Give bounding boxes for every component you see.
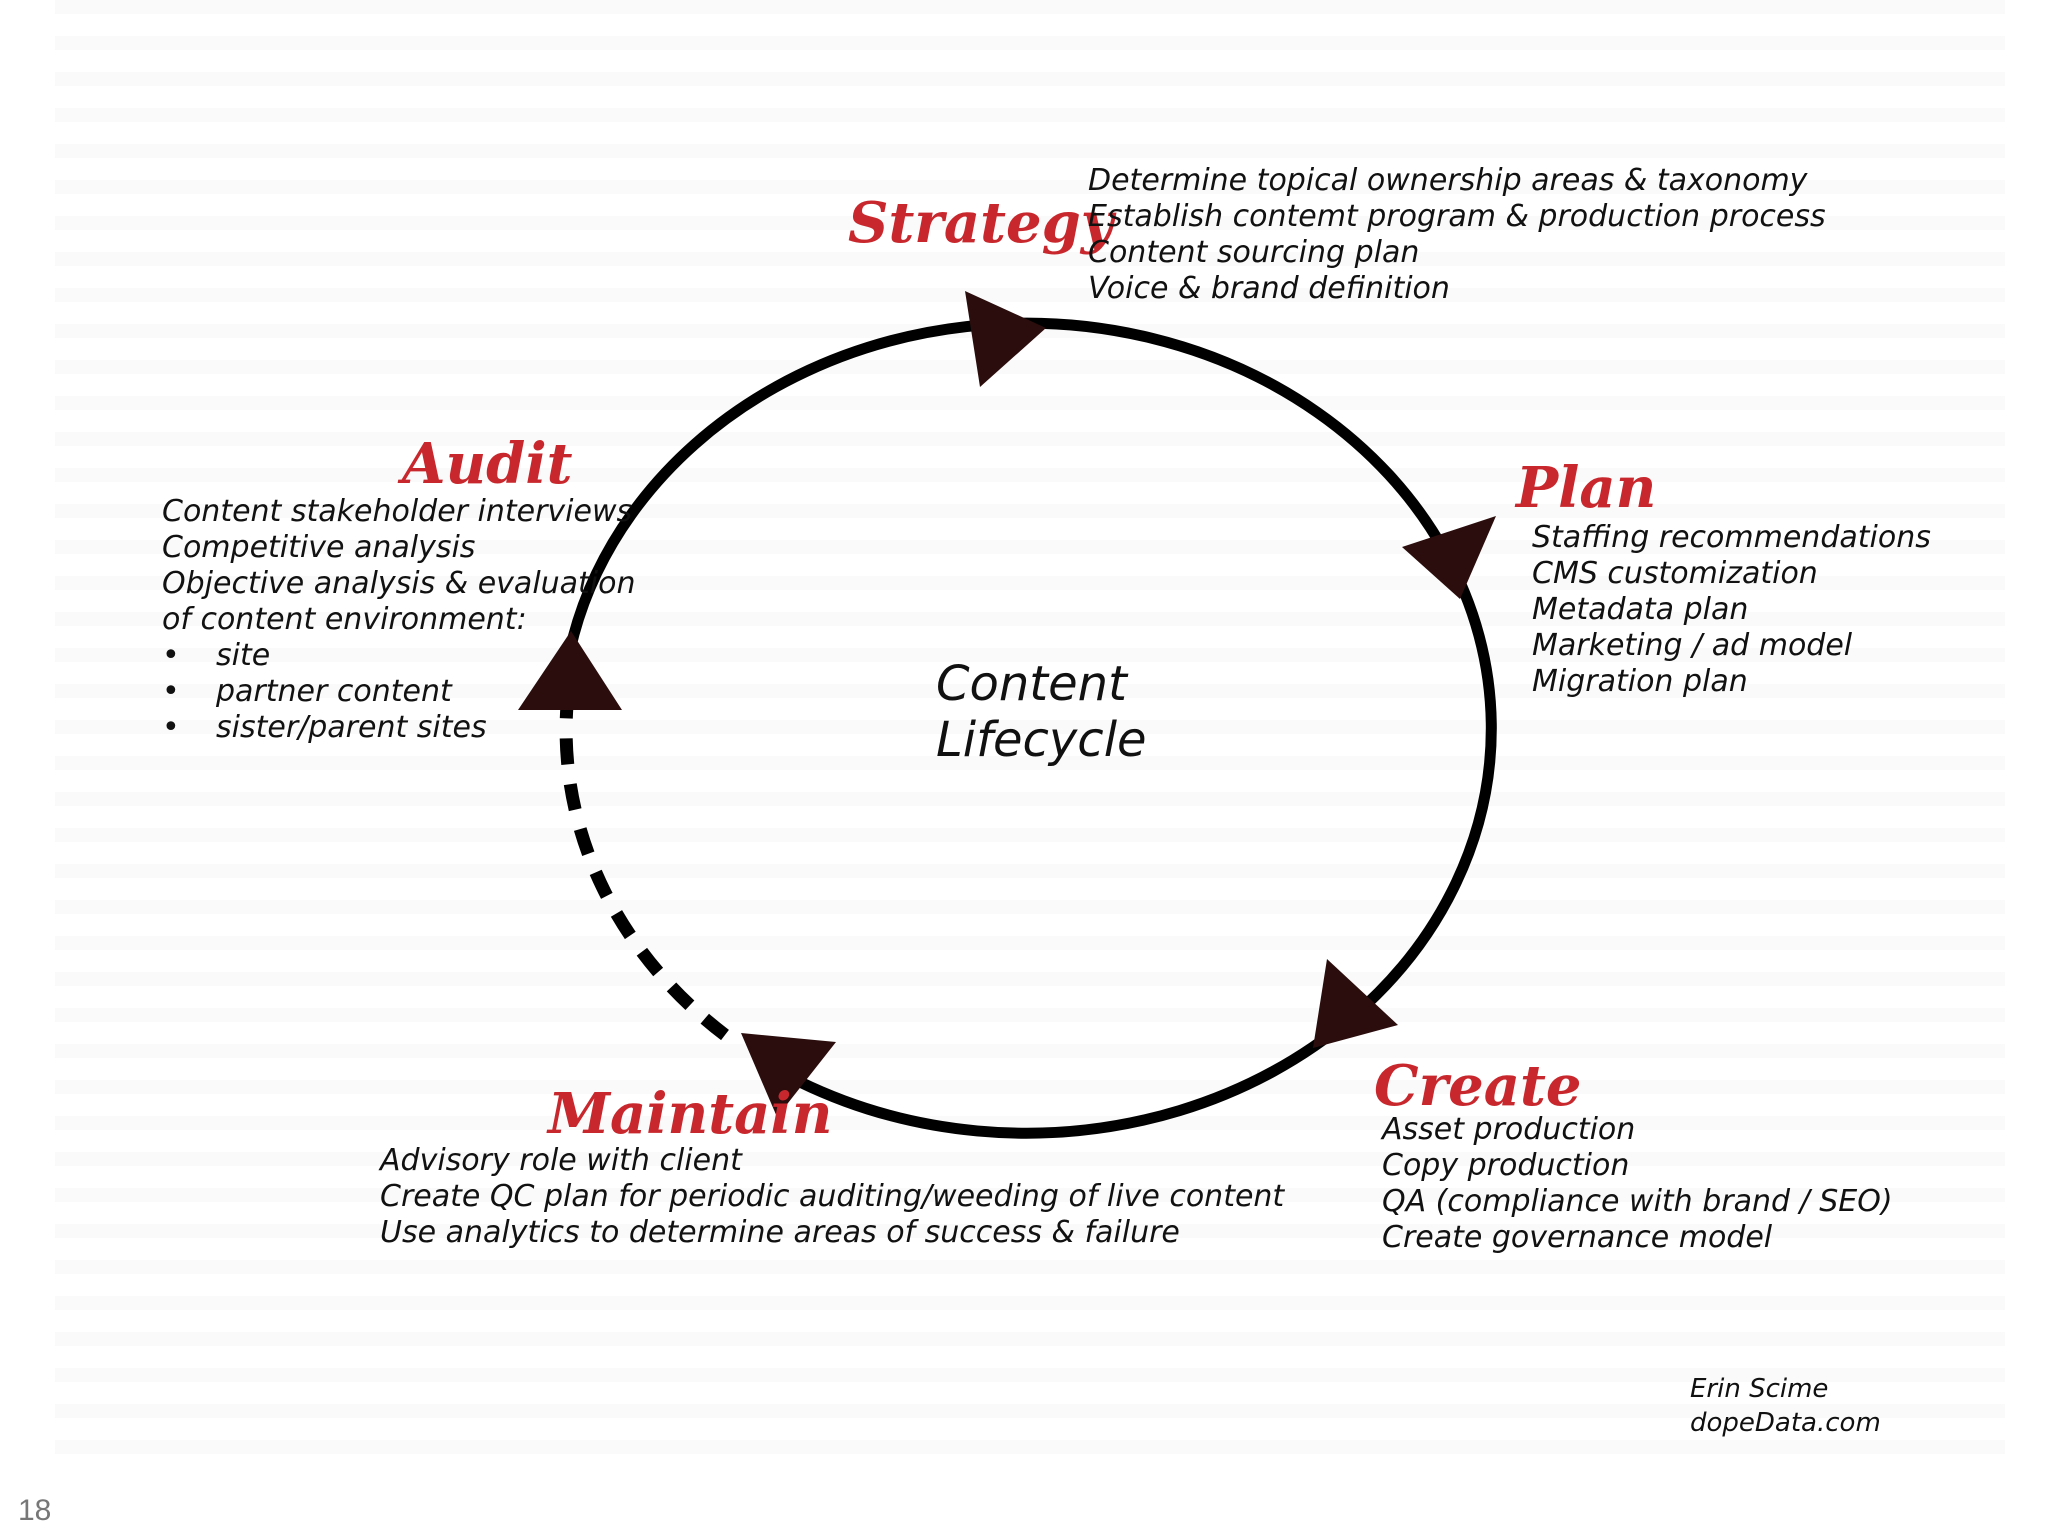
credit-author: Erin Scime bbox=[1690, 1374, 1829, 1404]
list-item: Migration plan bbox=[1532, 664, 1748, 699]
list-item: Establish contemt program & production p… bbox=[1088, 199, 1826, 234]
stage-title-audit: Audit bbox=[402, 431, 573, 497]
background-texture bbox=[55, 0, 2005, 1470]
stage-list-audit: Content stakeholder interviews Competiti… bbox=[162, 494, 636, 638]
list-item: •sister/parent sites bbox=[162, 710, 487, 745]
center-title-line: Content bbox=[936, 656, 1127, 712]
list-item: Metadata plan bbox=[1532, 592, 1749, 627]
bullet-icon: • bbox=[162, 638, 180, 673]
list-item: Objective analysis & evaluation bbox=[162, 566, 636, 601]
arrow-plan bbox=[1402, 516, 1496, 599]
stage-sublist-audit: •site •partner content •sister/parent si… bbox=[162, 638, 487, 746]
list-item: Copy production bbox=[1382, 1148, 1630, 1183]
list-item: Use analytics to determine areas of succ… bbox=[380, 1215, 1180, 1250]
stage-list-plan: Staffing recommendations CMS customizati… bbox=[1532, 520, 1931, 700]
list-item: Advisory role with client bbox=[380, 1143, 742, 1178]
list-item: Content stakeholder interviews bbox=[162, 494, 633, 529]
arrow-maintain bbox=[741, 1033, 836, 1117]
stage-list-strategy: Determine topical ownership areas & taxo… bbox=[1088, 163, 1826, 307]
stage-title-create: Create bbox=[1374, 1053, 1582, 1119]
list-item: Create governance model bbox=[1382, 1220, 1773, 1255]
list-item: CMS customization bbox=[1532, 556, 1818, 591]
bullet-icon: • bbox=[162, 710, 180, 745]
list-item: QA (compliance with brand / SEO) bbox=[1382, 1184, 1893, 1219]
stage-title-maintain: Maintain bbox=[548, 1081, 833, 1147]
list-item: Competitive analysis bbox=[162, 530, 476, 565]
ring-dashed-arc bbox=[559, 704, 729, 1041]
list-item: Voice & brand definition bbox=[1088, 271, 1450, 306]
list-item: Asset production bbox=[1382, 1112, 1636, 1147]
stage-title-plan: Plan bbox=[1516, 455, 1657, 521]
list-item: Content sourcing plan bbox=[1088, 235, 1420, 270]
credit-site: dopeData.com bbox=[1690, 1408, 1881, 1438]
list-item: Determine topical ownership areas & taxo… bbox=[1088, 163, 1808, 198]
page-number: 18 bbox=[18, 1494, 52, 1527]
list-item: Create QC plan for periodic auditing/wee… bbox=[380, 1179, 1285, 1214]
center-title: Content Lifecycle bbox=[936, 656, 1147, 768]
list-item: •partner content bbox=[162, 674, 452, 709]
credit: Erin Scime dopeData.com bbox=[1690, 1372, 1881, 1440]
stage-list-create: Asset production Copy production QA (com… bbox=[1382, 1112, 1893, 1256]
arrow-audit bbox=[518, 631, 622, 710]
arrow-create bbox=[1313, 959, 1398, 1048]
center-title-line: Lifecycle bbox=[936, 712, 1147, 768]
arrow-strategy bbox=[965, 291, 1046, 387]
stage-list-maintain: Advisory role with client Create QC plan… bbox=[380, 1143, 1284, 1251]
bullet-icon: • bbox=[162, 674, 180, 709]
list-item: of content environment: bbox=[162, 602, 527, 637]
list-item: Marketing / ad model bbox=[1532, 628, 1853, 663]
list-item: •site bbox=[162, 638, 271, 673]
list-item: Staffing recommendations bbox=[1532, 520, 1931, 555]
stage-title-strategy: Strategy bbox=[848, 190, 1114, 256]
